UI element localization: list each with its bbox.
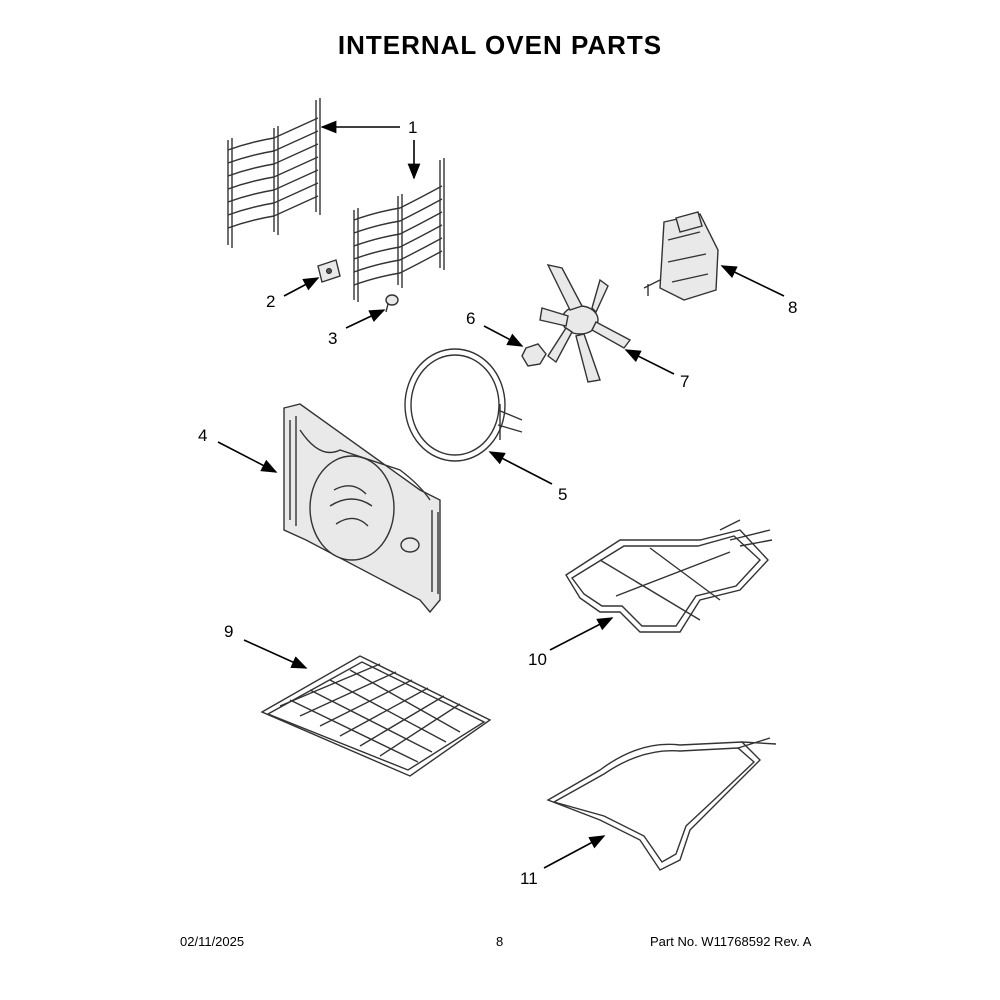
footer-page-number: 8 — [496, 934, 504, 949]
callout-8: 8 — [788, 298, 797, 317]
callout-arrow-2 — [283, 277, 320, 297]
rack-support-right-illustration — [353, 158, 445, 302]
oven-rack-illustration — [260, 655, 492, 777]
nut-illustration — [521, 343, 547, 367]
callout-arrow-10 — [549, 617, 614, 651]
callout-1: 1 — [408, 118, 417, 137]
callout-10: 10 — [528, 650, 547, 669]
callout-arrow-7 — [624, 349, 675, 375]
footer-part-number: Part No. W11768592 Rev. A — [650, 934, 812, 949]
broil-element-illustration — [565, 519, 773, 633]
callout-arrow-6 — [483, 325, 524, 347]
callout-arrows — [217, 120, 785, 869]
rack-support-left-illustration — [227, 98, 321, 248]
screw-illustration — [385, 294, 399, 313]
callout-labels: 1 2 3 4 5 6 7 8 9 10 11 — [198, 118, 797, 888]
callout-7: 7 — [680, 372, 689, 391]
callout-2: 2 — [266, 292, 275, 311]
callout-9: 9 — [224, 622, 233, 641]
fan-blade-illustration — [539, 264, 632, 383]
convection-element-illustration — [404, 348, 523, 462]
fan-motor-illustration — [643, 211, 719, 301]
callout-arrow-8 — [720, 265, 785, 297]
callout-5: 5 — [558, 485, 567, 504]
callout-arrow-9 — [243, 639, 308, 669]
fan-cover-illustration — [283, 403, 441, 614]
page-title: INTERNAL OVEN PARTS — [337, 30, 663, 60]
bake-element-illustration — [546, 737, 777, 871]
callout-3: 3 — [328, 329, 337, 348]
callout-11: 11 — [520, 869, 538, 888]
callout-4: 4 — [198, 426, 207, 445]
callout-arrow-3 — [345, 309, 386, 329]
bracket-illustration — [317, 259, 341, 283]
footer-date: 02/11/2025 — [180, 934, 245, 949]
callout-arrow-4 — [217, 441, 278, 473]
callout-arrow-5 — [488, 451, 553, 485]
callout-6: 6 — [466, 309, 475, 328]
callout-arrow-11 — [543, 835, 606, 869]
